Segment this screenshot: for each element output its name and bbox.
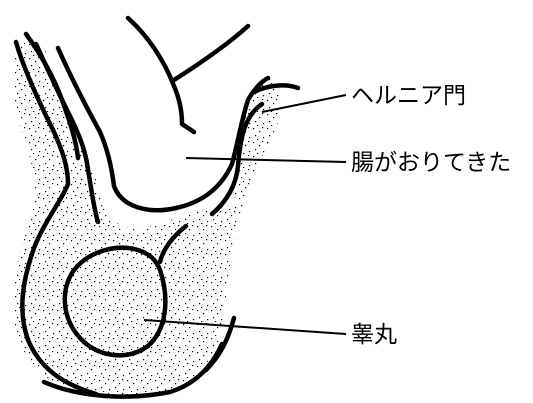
label-hernia-gate: ヘルニア門 — [351, 83, 466, 109]
label-intestine: 腸がおりてきた — [351, 150, 511, 176]
label-testis: 睾丸 — [351, 322, 397, 348]
